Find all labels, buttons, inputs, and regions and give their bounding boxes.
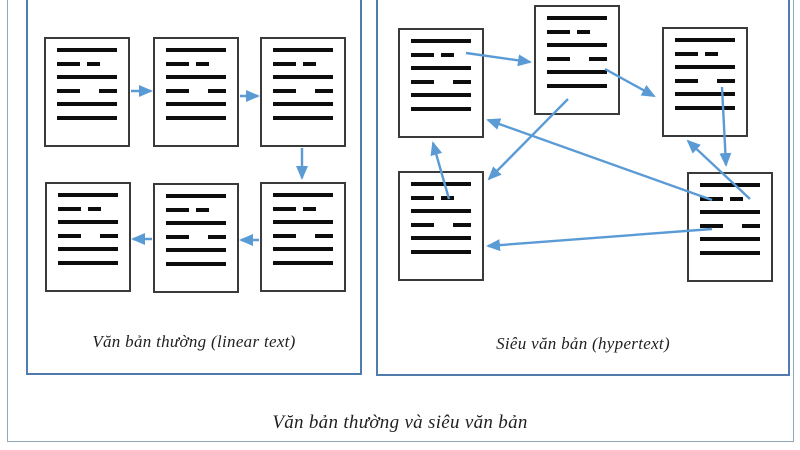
document-text-line	[675, 92, 735, 96]
document-text-line	[700, 250, 760, 255]
document-text-line	[273, 193, 333, 197]
document-text-line	[547, 70, 607, 74]
document-text-line	[411, 106, 471, 111]
document-text-line	[273, 115, 333, 120]
document-text-line	[411, 66, 471, 70]
document-text-line	[411, 39, 471, 43]
document-text-line	[166, 88, 226, 93]
document-text-line	[273, 260, 333, 265]
document-text-line	[700, 210, 760, 214]
document-text-line	[700, 237, 760, 241]
document-text-line	[166, 61, 226, 66]
document-icon	[44, 37, 130, 147]
document-text-line	[700, 196, 760, 201]
document-text-line	[57, 75, 117, 79]
document-text-line	[411, 195, 471, 200]
document-text-line	[273, 247, 333, 251]
figure-caption: Văn bản thường và siêu văn bản	[272, 412, 528, 433]
document-text-line	[166, 221, 226, 225]
document-text-line	[57, 48, 117, 52]
document-icon	[687, 172, 773, 282]
document-text-line	[675, 105, 735, 110]
document-text-line	[166, 261, 226, 266]
document-text-line	[547, 43, 607, 47]
document-icon	[662, 27, 748, 137]
document-text-line	[58, 260, 118, 265]
hypertext-label: Siêu văn bản (hypertext)	[496, 334, 670, 353]
document-text-line	[547, 29, 607, 34]
document-text-line	[411, 249, 471, 254]
document-text-line	[547, 83, 607, 88]
document-text-line	[166, 48, 226, 52]
document-text-line	[675, 38, 735, 42]
document-text-line	[547, 16, 607, 20]
document-text-line	[675, 51, 735, 56]
document-icon	[260, 182, 346, 292]
document-text-line	[411, 222, 471, 227]
document-text-line	[411, 52, 471, 57]
document-text-line	[273, 88, 333, 93]
document-text-line	[411, 236, 471, 240]
document-text-line	[58, 220, 118, 224]
document-text-line	[411, 209, 471, 213]
document-text-line	[411, 93, 471, 97]
document-text-line	[57, 102, 117, 106]
page-border	[7, 0, 794, 442]
document-text-line	[166, 115, 226, 120]
document-text-line	[166, 75, 226, 79]
document-text-line	[166, 207, 226, 212]
document-icon	[260, 37, 346, 147]
document-text-line	[547, 56, 607, 61]
document-text-line	[411, 182, 471, 186]
document-text-line	[166, 248, 226, 252]
document-text-line	[58, 247, 118, 251]
document-text-line	[273, 48, 333, 52]
document-text-line	[273, 61, 333, 66]
document-text-line	[675, 65, 735, 69]
document-text-line	[411, 79, 471, 84]
document-text-line	[675, 78, 735, 83]
document-icon	[398, 28, 484, 138]
document-icon	[153, 37, 239, 147]
document-text-line	[273, 206, 333, 211]
document-text-line	[58, 193, 118, 197]
document-text-line	[273, 220, 333, 224]
document-icon	[398, 171, 484, 281]
document-text-line	[58, 233, 118, 238]
document-text-line	[166, 194, 226, 198]
document-text-line	[57, 61, 117, 66]
document-text-line	[273, 75, 333, 79]
document-text-line	[166, 234, 226, 239]
document-text-line	[166, 102, 226, 106]
document-text-line	[700, 183, 760, 187]
document-text-line	[700, 223, 760, 228]
document-icon	[153, 183, 239, 293]
document-text-line	[273, 102, 333, 106]
document-icon	[45, 182, 131, 292]
document-text-line	[57, 115, 117, 120]
document-text-line	[58, 206, 118, 211]
document-icon	[534, 5, 620, 115]
linear-text-label: Văn bản thường (linear text)	[92, 332, 296, 351]
document-text-line	[273, 233, 333, 238]
document-text-line	[57, 88, 117, 93]
